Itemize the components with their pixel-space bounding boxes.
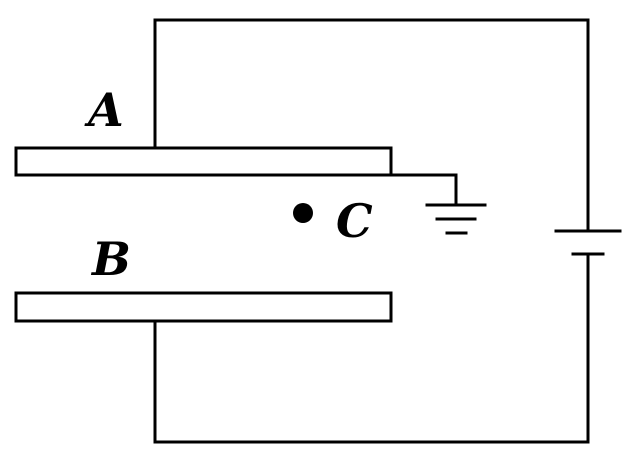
- ground-icon: [425, 203, 487, 235]
- plate-a: [14, 146, 393, 177]
- ground-wire: [389, 173, 458, 207]
- plate-b-label: B: [90, 232, 131, 286]
- plate-b: [14, 291, 393, 323]
- point-c-label: C: [336, 194, 373, 248]
- circuit-wire-loop: [153, 18, 590, 444]
- plate-a-label: A: [84, 83, 124, 137]
- battery-icon: [554, 229, 622, 256]
- point-dot-icon: [293, 203, 313, 223]
